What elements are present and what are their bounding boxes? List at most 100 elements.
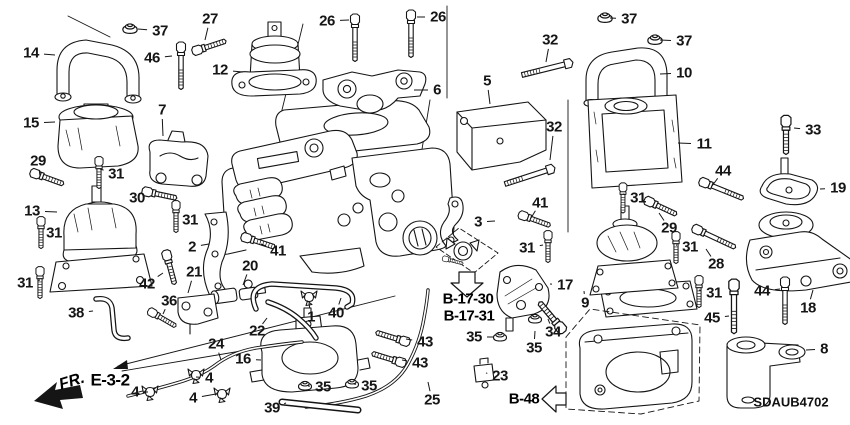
part-bracket-3: [439, 196, 464, 247]
callout-13[interactable]: 13: [24, 202, 40, 220]
callout-10[interactable]: 10: [676, 64, 692, 82]
callout-4[interactable]: 4: [131, 383, 139, 401]
stud-bolt-32: [520, 57, 575, 80]
callout-25[interactable]: 25: [424, 391, 440, 409]
callout-35[interactable]: 35: [361, 377, 377, 395]
callout-15[interactable]: 15: [23, 114, 39, 132]
part-bracket-6: [322, 69, 427, 114]
callout-35[interactable]: 35: [315, 378, 331, 396]
callout-16[interactable]: 16: [235, 350, 251, 368]
part-side-mount-bracket-18: [745, 211, 850, 292]
b17-down-arrow: [450, 271, 484, 298]
callout-40[interactable]: 40: [328, 304, 344, 322]
callout-5[interactable]: 5: [483, 72, 491, 90]
callout-29[interactable]: 29: [30, 152, 46, 170]
callout-3[interactable]: 3: [474, 213, 482, 231]
callout-9[interactable]: 9: [581, 294, 589, 312]
callout-31[interactable]: 31: [519, 239, 535, 257]
callout-43[interactable]: 43: [417, 333, 433, 351]
part-mount-bracket-9: [578, 323, 693, 410]
part-bracket-17: [496, 264, 550, 332]
hoses: [93, 281, 430, 414]
callout-33[interactable]: 33: [805, 121, 821, 139]
callout-34[interactable]: 34: [545, 323, 561, 341]
callout-41[interactable]: 41: [270, 242, 286, 260]
callout-31[interactable]: 31: [706, 284, 722, 302]
callout-37[interactable]: 37: [621, 10, 637, 28]
part-clamp-23: [473, 357, 495, 389]
callout-46[interactable]: 46: [144, 49, 160, 67]
callout-8[interactable]: 8: [820, 340, 828, 358]
callout-36[interactable]: 36: [161, 292, 177, 310]
part-side-mount-15: [57, 103, 139, 169]
callout-26[interactable]: 26: [430, 8, 446, 26]
callout-32[interactable]: 32: [542, 31, 558, 49]
callout-23[interactable]: 23: [492, 367, 508, 385]
ref-code-b-48[interactable]: B-48: [508, 390, 540, 408]
callout-42[interactable]: 42: [139, 275, 155, 293]
callout-32[interactable]: 32: [546, 118, 562, 136]
dashed-box-bracket-9: [565, 308, 701, 415]
callout-4[interactable]: 4: [189, 389, 197, 407]
part-torque-bracket-8: [726, 336, 806, 409]
part-clamp-b17: [441, 237, 480, 267]
callout-18[interactable]: 18: [800, 299, 816, 317]
callout-45[interactable]: 45: [704, 309, 720, 327]
callout-31[interactable]: 31: [182, 211, 198, 229]
bolt-33: [780, 114, 792, 156]
callout-2[interactable]: 2: [188, 238, 196, 256]
callout-leader-lines: [37, 16, 826, 405]
callout-30[interactable]: 30: [129, 189, 145, 207]
callout-37[interactable]: 37: [152, 22, 168, 40]
callout-24[interactable]: 24: [208, 335, 224, 353]
part-stay-bracket-2: [202, 211, 229, 297]
callout-31[interactable]: 31: [630, 189, 646, 207]
ref-code-b-17-31[interactable]: B-17-31: [443, 307, 495, 325]
part-engine-mount-12: [231, 21, 317, 97]
callout-31[interactable]: 31: [108, 165, 124, 183]
callout-39[interactable]: 39: [264, 399, 280, 417]
callout-20[interactable]: 20: [242, 257, 258, 275]
callout-17[interactable]: 17: [557, 276, 573, 294]
part-side-bracket-14: [54, 39, 142, 104]
part-bracket-21: [177, 293, 219, 335]
callout-22[interactable]: 22: [249, 322, 265, 340]
callout-41[interactable]: 41: [532, 194, 548, 212]
callout-29[interactable]: 29: [661, 219, 677, 237]
b48-left-arrow: [541, 385, 567, 413]
callout-19[interactable]: 19: [830, 179, 846, 197]
part-rear-mount-assembly: [589, 205, 679, 296]
e-3-2-arrowhead: [113, 360, 128, 369]
callout-38[interactable]: 38: [68, 304, 84, 322]
callout-21[interactable]: 21: [186, 263, 202, 281]
callout-35[interactable]: 35: [466, 328, 482, 346]
part-bracket-7: [148, 130, 209, 187]
callout-12[interactable]: 12: [212, 61, 228, 79]
callout-31[interactable]: 31: [46, 224, 62, 242]
callout-35[interactable]: 35: [526, 339, 542, 357]
callout-1[interactable]: 1: [307, 308, 315, 326]
callout-28[interactable]: 28: [708, 255, 724, 273]
part-bracket-5: [456, 101, 547, 171]
ref-code-b-17-30[interactable]: B-17-30: [442, 290, 494, 308]
callout-37[interactable]: 37: [676, 32, 692, 50]
callout-4[interactable]: 4: [205, 369, 213, 387]
part-trans-mount-11: [587, 94, 683, 189]
callout-43[interactable]: 43: [412, 354, 428, 372]
callout-6[interactable]: 6: [433, 81, 441, 99]
fr-direction-arrow: [34, 382, 83, 409]
part-mount-rubber-19: [759, 157, 819, 206]
part-engine-block: [211, 100, 455, 274]
callout-31[interactable]: 31: [682, 238, 698, 256]
callout-26[interactable]: 26: [319, 12, 335, 30]
callout-7[interactable]: 7: [158, 101, 166, 119]
ref-code-e-3-2[interactable]: E-3-2: [90, 370, 130, 390]
callout-11[interactable]: 11: [696, 135, 712, 153]
callout-27[interactable]: 27: [202, 10, 218, 28]
callout-31[interactable]: 31: [17, 274, 33, 292]
diagram-part-code: SDAUB4702: [753, 394, 829, 410]
callout-14[interactable]: 14: [23, 44, 39, 62]
callout-44[interactable]: 44: [715, 162, 731, 180]
callout-44[interactable]: 44: [754, 282, 770, 300]
